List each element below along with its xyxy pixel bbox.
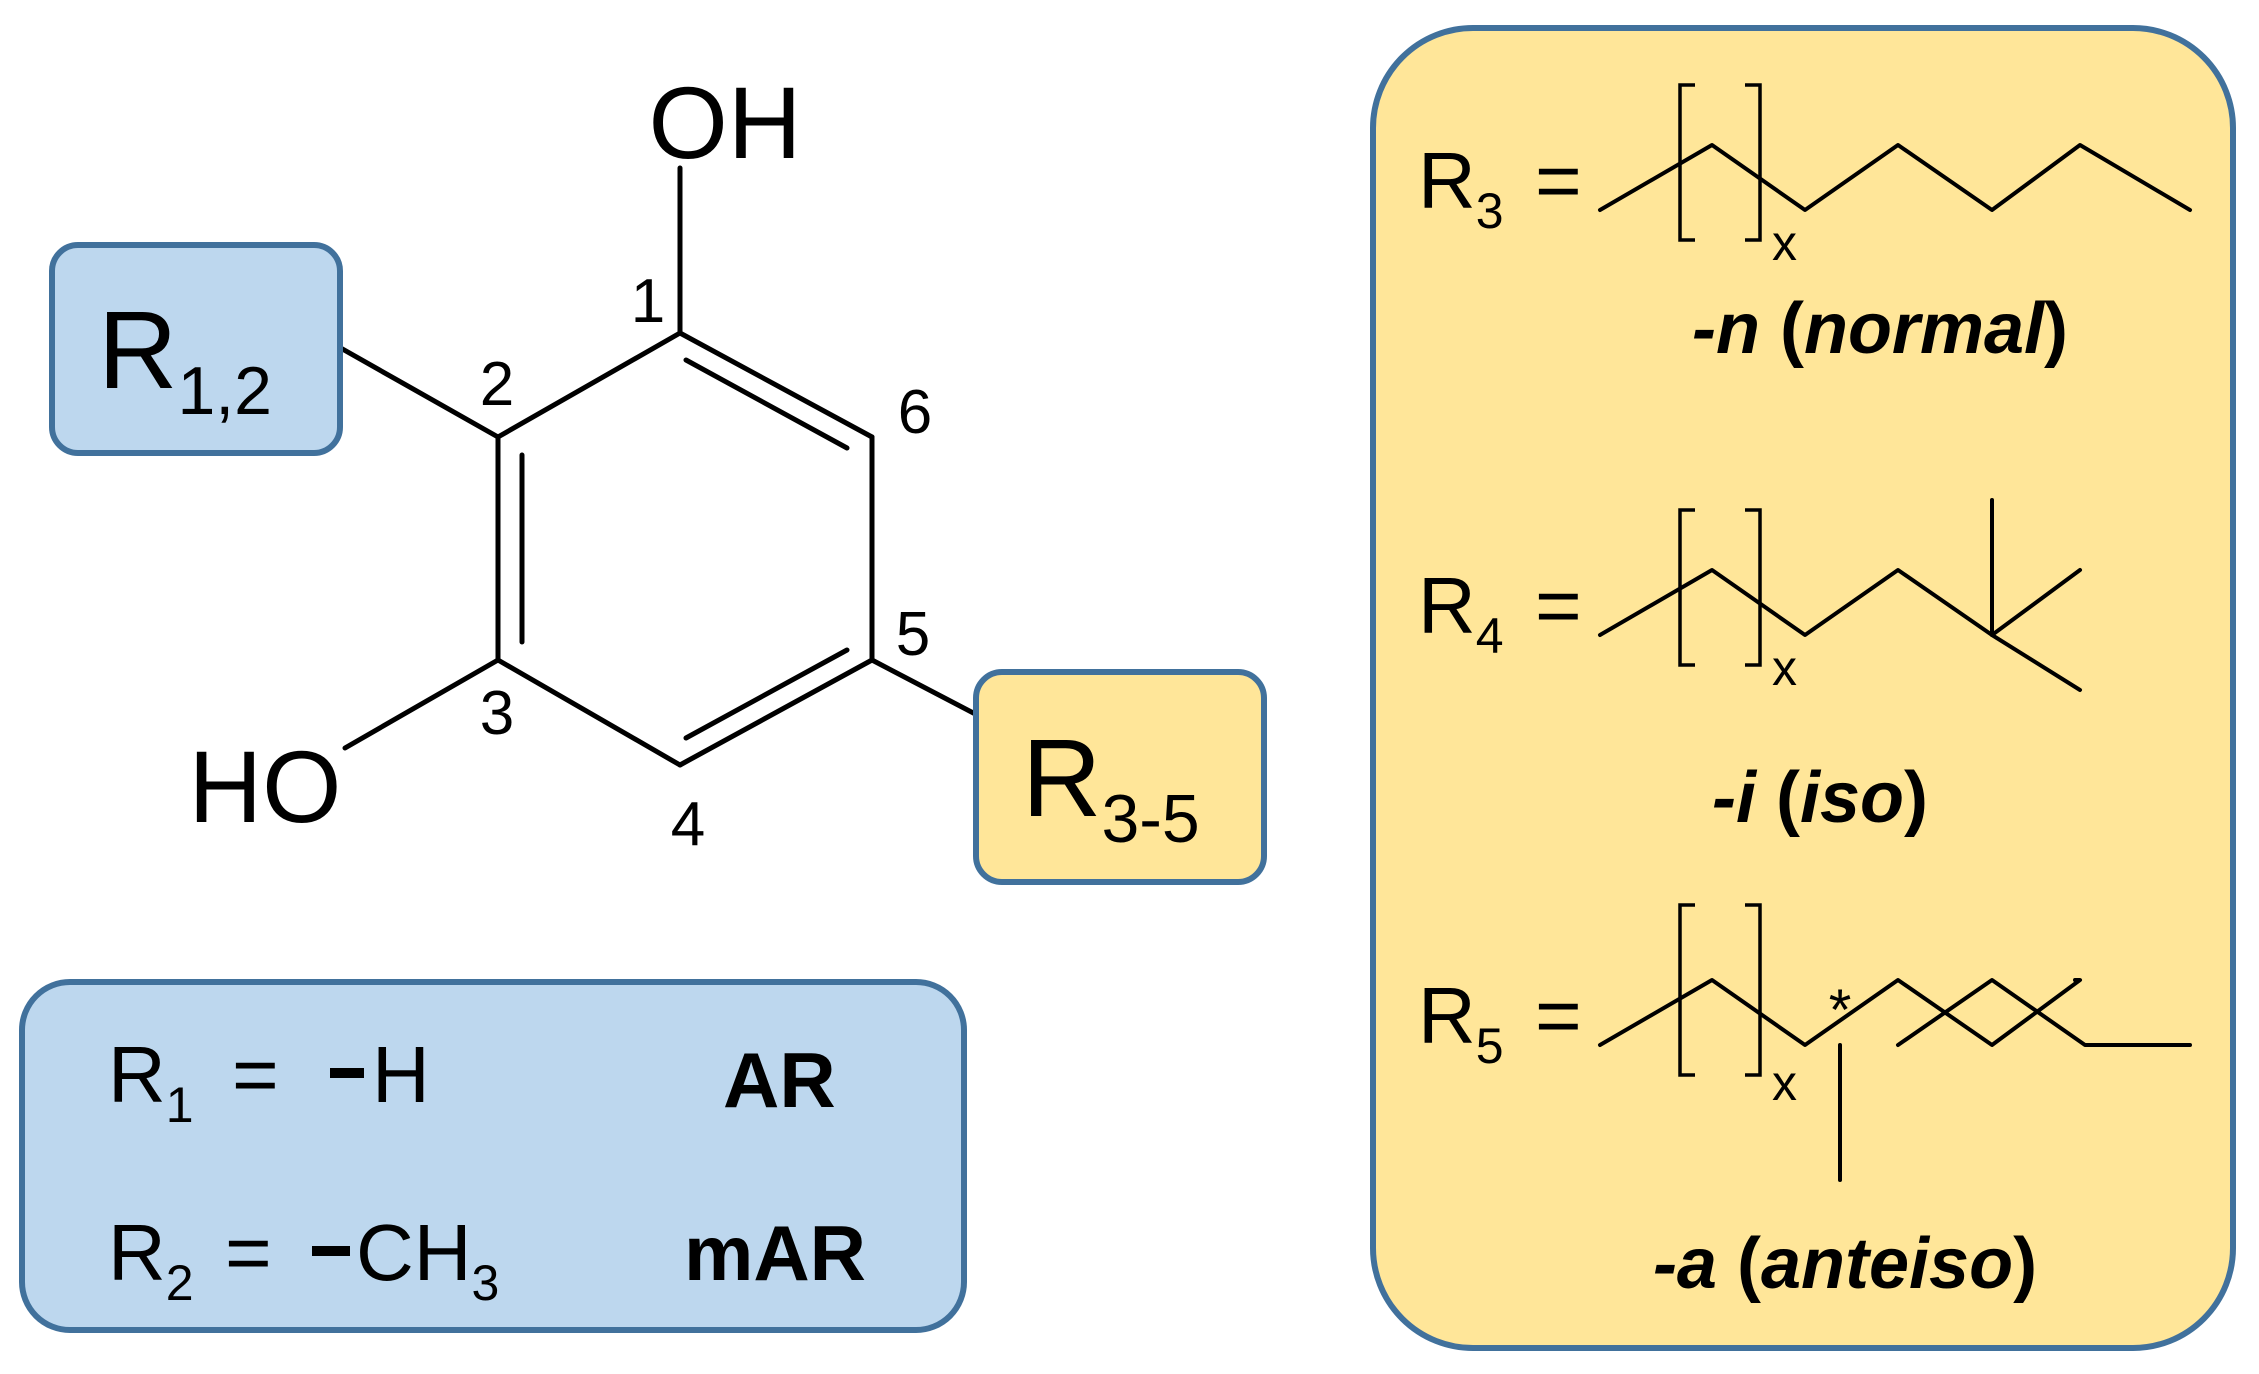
r2-group-subscript: 3 <box>472 1255 500 1311</box>
r4-label: R4 <box>1418 561 1504 664</box>
r2-group-base: CH <box>356 1208 472 1297</box>
r35-substituent-box: R3-5 <box>973 669 1267 885</box>
r5-repeat-bracket-left <box>1678 903 1695 1077</box>
r3-chain <box>1598 143 2192 212</box>
r5-stereocenter-asterisk: * <box>1829 978 1852 1043</box>
r3-repeat-bracket-left <box>1678 83 1695 242</box>
r5-name: anteiso <box>1761 1224 2013 1304</box>
r35-subscript: 3-5 <box>1101 781 1199 857</box>
r1-r2-legend-box: R1 = H AR R2 = CH3 mAR <box>19 979 967 1333</box>
r1-subscript: 1 <box>166 1077 194 1133</box>
double-bond-c4-c5 <box>683 647 850 741</box>
position-5: 5 <box>896 600 930 669</box>
r35-label: R3-5 <box>1022 717 1200 857</box>
bond-c4-c5 <box>677 657 875 768</box>
r4-repeat-bracket-right <box>1745 508 1762 667</box>
r4-equals: = <box>1535 561 1582 650</box>
r5-repeat-bracket-right <box>1745 903 1762 1077</box>
r3-chain-name: -n (normal) <box>1692 289 2068 369</box>
r12-label: R1,2 <box>98 289 272 429</box>
r3-subscript: 3 <box>1476 183 1504 239</box>
r1-bond-dash <box>330 1068 364 1078</box>
double-bond-c1-c6 <box>683 357 850 451</box>
position-6: 6 <box>898 378 932 447</box>
r3-repeat-bracket-right <box>1745 83 1762 242</box>
r35-base: R <box>1022 717 1101 840</box>
r2-equals: = <box>225 1208 272 1297</box>
r1-label: R1 <box>108 1030 194 1133</box>
r4-repeat-bracket-left <box>1678 508 1695 667</box>
r5-chain-tail <box>1896 978 2192 1047</box>
r1-base: R <box>108 1030 166 1119</box>
r3-r5-legend-background <box>1370 25 2236 1351</box>
r3-prefix: -n <box>1692 289 1760 369</box>
r3-equals: = <box>1535 136 1582 225</box>
r4-chain-name: -i (iso) <box>1712 758 1928 838</box>
r3-repeat-subscript: x <box>1772 215 1797 271</box>
r5-equals: = <box>1535 971 1582 1060</box>
r2-base: R <box>108 1208 166 1297</box>
r3-open-paren: ( <box>1780 289 1804 369</box>
r4-subscript: 4 <box>1476 608 1504 664</box>
r5-chain <box>1598 978 2082 1047</box>
resorcinol-ring <box>297 165 1028 768</box>
bond-c6-c1 <box>677 330 875 440</box>
position-1: 1 <box>631 267 665 336</box>
r35-box-background <box>973 669 1267 885</box>
r12-subscript: 1,2 <box>177 353 272 429</box>
r5-chain-name: -a (anteiso) <box>1653 1224 2037 1304</box>
r3-r5-legend-box: R3 = x -n (normal) R4 = x -i (iso) R5 = <box>1370 25 2236 1351</box>
r4-chain <box>1598 568 2082 637</box>
bond-c3-oh <box>342 657 501 751</box>
r4-prefix: -i <box>1712 758 1758 838</box>
r3-name: normal <box>1804 289 2046 369</box>
r1-equals: = <box>232 1030 279 1119</box>
r4-repeat-subscript: x <box>1772 640 1797 696</box>
r4-name: iso <box>1800 758 1904 838</box>
hydroxyl-left-label: HO <box>189 730 342 844</box>
r5-base: R <box>1418 971 1476 1060</box>
bond-c1-c2 <box>495 330 683 440</box>
r3-base: R <box>1418 136 1476 225</box>
r5-label: R5 <box>1418 971 1504 1074</box>
r4-base: R <box>1418 561 1476 650</box>
r12-substituent-box: R1,2 <box>49 242 343 456</box>
r12-box-background <box>49 242 343 456</box>
r2-bond-dash <box>312 1246 350 1256</box>
r5-open-paren: ( <box>1737 1224 1761 1304</box>
position-3: 3 <box>480 679 514 748</box>
r2-label: R2 <box>108 1208 194 1311</box>
r3-label: R3 <box>1418 136 1504 239</box>
r4-branch-methyl-down <box>1990 633 2082 692</box>
r1-group: H <box>372 1030 430 1119</box>
r2-compound-name: mAR <box>684 1209 866 1297</box>
r5-repeat-subscript: x <box>1772 1055 1797 1111</box>
position-4: 4 <box>671 790 705 859</box>
bond-c3-c4 <box>495 657 683 768</box>
position-2: 2 <box>480 350 514 419</box>
r4-open-paren: ( <box>1776 758 1800 838</box>
r5-close-paren: ) <box>2013 1224 2037 1304</box>
r1-r2-legend-background <box>19 979 967 1333</box>
hydroxyl-top-label: OH <box>649 66 802 180</box>
r3-close-paren: ) <box>2044 289 2068 369</box>
r12-base: R <box>98 289 177 412</box>
r2-subscript: 2 <box>166 1255 194 1311</box>
r5-prefix: -a <box>1653 1224 1717 1304</box>
r5-subscript: 5 <box>1476 1018 1504 1074</box>
r4-close-paren: ) <box>1904 758 1928 838</box>
r2-group: CH3 <box>356 1208 499 1311</box>
r1-compound-name: AR <box>723 1036 836 1124</box>
